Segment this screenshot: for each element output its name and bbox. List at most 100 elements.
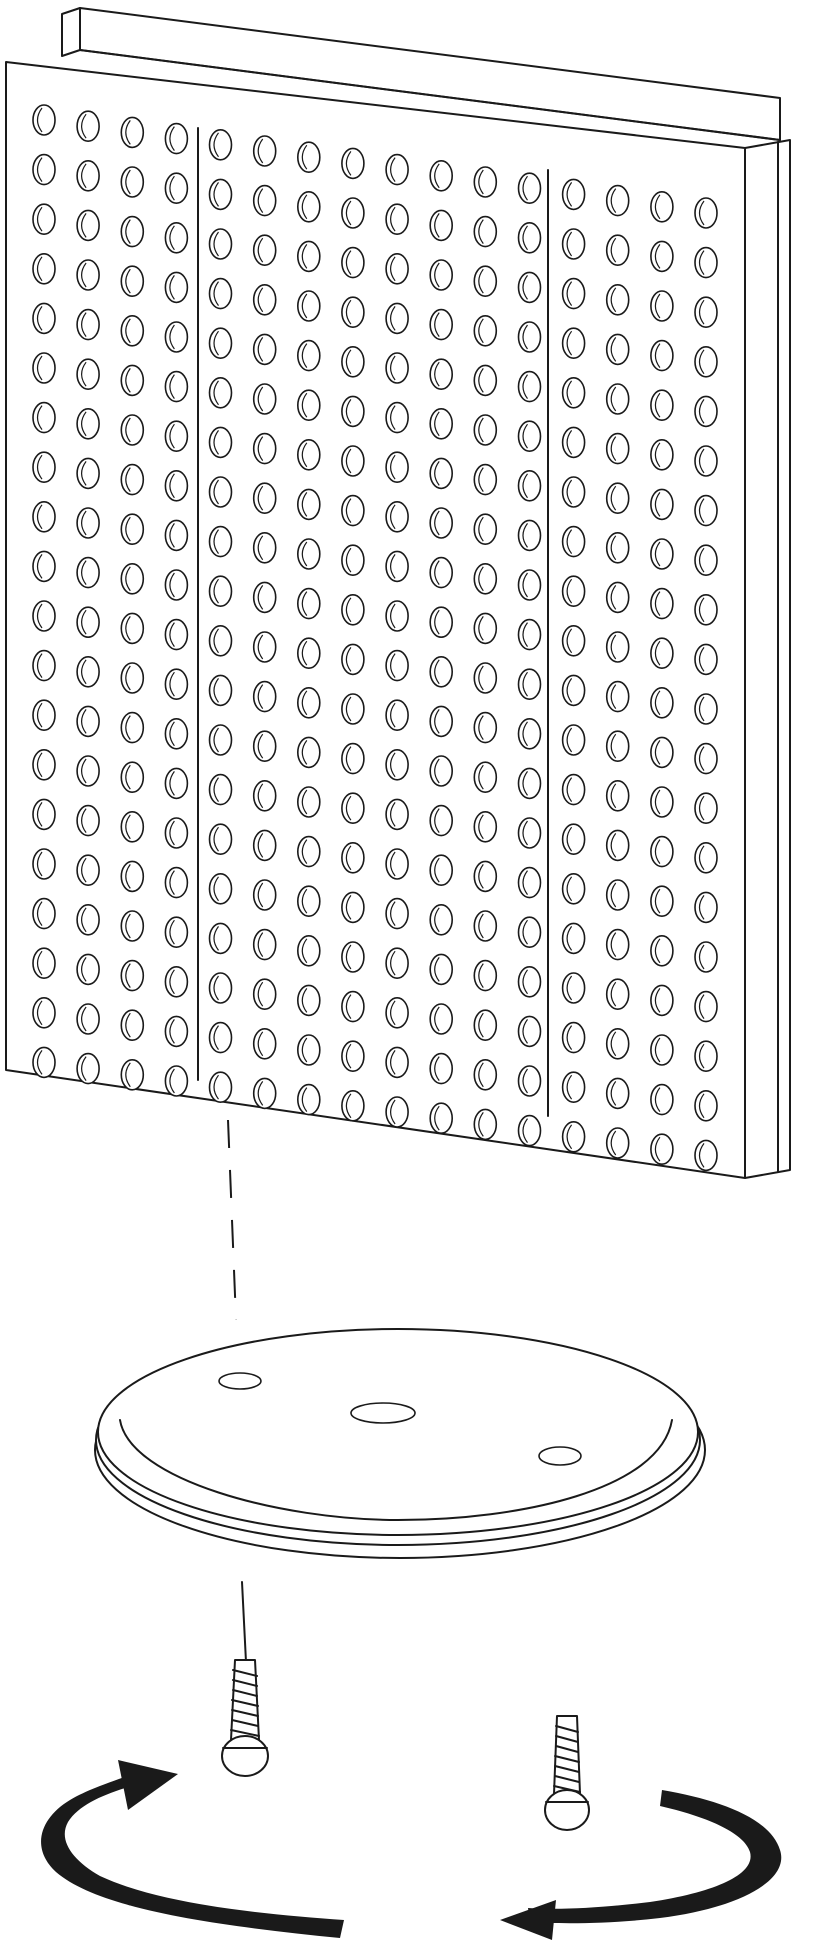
peg-hole — [252, 482, 277, 515]
peg-hole-shading — [390, 802, 396, 827]
peg-hole — [429, 209, 454, 242]
peg-hole-shading — [125, 120, 131, 145]
peg-hole-shading — [169, 374, 175, 399]
peg-hole-shading — [81, 461, 87, 486]
peg-hole-shading — [36, 157, 43, 182]
peg-hole — [429, 755, 454, 787]
peg-hole-shading — [698, 746, 705, 771]
peg-hole — [164, 1015, 189, 1048]
peg-hole-shading — [566, 678, 573, 703]
peg-hole-shading — [81, 1006, 87, 1032]
peg-hole — [605, 779, 630, 812]
peg-hole-shading — [301, 144, 308, 170]
peg-hole-shading — [522, 1118, 528, 1143]
peg-hole — [32, 600, 56, 632]
peg-hole — [561, 426, 586, 459]
peg-hole-shading — [213, 727, 219, 753]
peg-hole — [517, 172, 542, 204]
peg-hole-shading — [478, 1062, 484, 1088]
peg-holes — [32, 104, 718, 1172]
peg-hole — [120, 662, 145, 694]
peg-hole — [605, 978, 630, 1011]
peg-hole-shading — [390, 851, 396, 877]
peg-hole — [208, 823, 233, 856]
peg-hole-shading — [169, 1019, 175, 1044]
peg-hole-shading — [345, 547, 352, 573]
peg-hole — [429, 1052, 454, 1085]
peg-hole-shading — [213, 1074, 219, 1100]
peg-hole — [694, 841, 718, 874]
peg-hole — [429, 457, 454, 490]
peg-hole — [429, 308, 454, 341]
peg-hole-shading — [698, 200, 705, 226]
peg-hole — [208, 724, 233, 756]
peg-hole — [605, 531, 630, 564]
peg-hole — [385, 600, 409, 632]
peg-hole-shading — [434, 957, 440, 982]
peg-hole-shading — [345, 1093, 352, 1119]
peg-hole-shading — [257, 684, 264, 709]
peg-hole-shading — [257, 932, 264, 957]
peg-hole — [341, 445, 365, 477]
peg-hole-shading — [257, 485, 264, 511]
peg-hole-shading — [301, 194, 308, 220]
peg-hole — [650, 984, 674, 1017]
alignment-line-upper — [227, 1119, 237, 1321]
peg-hole-shading — [390, 950, 396, 976]
peg-hole — [296, 141, 321, 173]
peg-hole — [120, 265, 145, 298]
peg-hole — [164, 122, 189, 155]
peg-hole — [473, 959, 498, 992]
peg-hole-shading — [390, 256, 396, 282]
peg-hole — [561, 327, 586, 360]
peg-hole-shading — [345, 498, 352, 523]
peg-hole — [341, 593, 365, 626]
peg-hole-shading — [566, 380, 573, 406]
peg-hole — [473, 364, 498, 397]
peg-hole — [605, 879, 630, 911]
peg-hole — [429, 705, 454, 738]
peg-hole — [605, 581, 630, 614]
peg-hole-shading — [434, 907, 440, 933]
peg-hole — [32, 649, 56, 682]
peg-hole-shading — [257, 981, 264, 1007]
peg-hole — [517, 817, 542, 849]
peg-hole-shading — [698, 647, 705, 672]
peg-hole-shading — [654, 293, 661, 319]
peg-hole-shading — [125, 814, 131, 840]
peg-hole — [385, 649, 409, 682]
peg-hole-shading — [213, 380, 219, 406]
peg-hole-shading — [345, 299, 352, 325]
peg-hole-shading — [698, 299, 705, 325]
peg-hole — [296, 885, 321, 918]
peg-hole — [341, 990, 365, 1023]
peg-hole — [341, 792, 365, 825]
peg-hole-shading — [434, 510, 440, 536]
peg-hole — [605, 432, 630, 465]
peg-hole-shading — [81, 213, 87, 238]
peg-hole — [76, 160, 100, 192]
peg-hole-shading — [81, 609, 87, 635]
peg-hole — [208, 624, 233, 657]
peg-hole — [650, 1133, 674, 1165]
peg-hole-shading — [301, 1087, 308, 1112]
peg-hole-shading — [36, 1000, 43, 1026]
peg-hole-shading — [169, 175, 175, 201]
peg-hole-shading — [81, 560, 87, 585]
peg-hole — [385, 153, 409, 186]
peg-hole — [76, 457, 100, 490]
peg-hole — [120, 860, 145, 893]
peg-hole-shading — [654, 492, 661, 517]
peg-hole-shading — [301, 988, 308, 1013]
peg-hole-shading — [390, 554, 396, 579]
peg-hole — [252, 283, 277, 316]
peg-hole — [164, 668, 189, 701]
peg-hole — [120, 562, 145, 595]
peg-hole — [164, 916, 189, 949]
peg-hole — [694, 345, 718, 378]
peg-hole — [473, 1009, 498, 1041]
peg-hole — [517, 519, 542, 552]
peg-hole-shading — [434, 659, 440, 685]
peg-hole — [694, 395, 718, 428]
peg-hole-shading — [213, 926, 219, 951]
